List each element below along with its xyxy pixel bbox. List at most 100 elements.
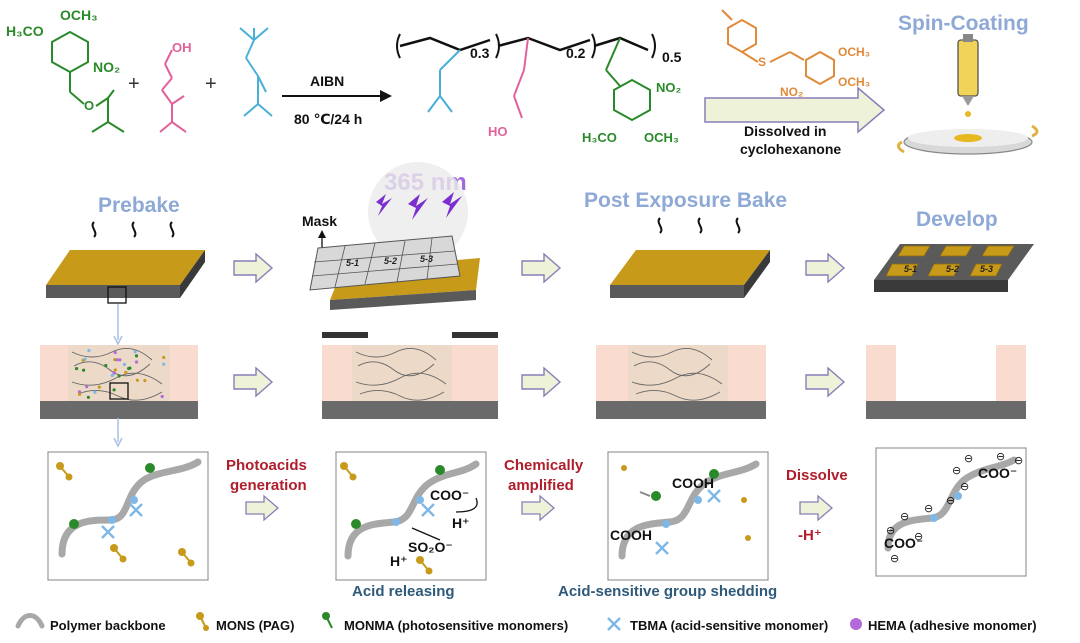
dev-region-5-1: 5-1 (904, 264, 917, 274)
minus-6: ⊖ (946, 495, 955, 507)
dissolve-arrow (704, 86, 886, 134)
plus-sign-2: + (205, 73, 217, 95)
chem-line2: amplified (508, 477, 574, 494)
och3-label: OCH₃ (60, 7, 98, 23)
mechanism-panel-3: COOH COOH (607, 451, 769, 581)
cross-section-1 (40, 345, 198, 419)
pag-och3-1: OCH₃ (838, 45, 870, 59)
polymer-no2-label: NO₂ (656, 80, 682, 95)
cross-section-4 (866, 345, 1026, 419)
arrow-step1 (233, 253, 273, 283)
legend-mons: MONS (PAG) (216, 618, 294, 633)
photoacids-line2: generation (230, 477, 307, 494)
film-particle (85, 385, 89, 389)
coo-label-4b: COO⁻ (884, 535, 923, 551)
pag-och3-2: OCH₃ (838, 75, 870, 89)
legend-mons-icon (196, 612, 209, 631)
film-particle (135, 378, 139, 382)
arrow-mech1 (245, 495, 279, 521)
cross-section-3 (596, 345, 766, 419)
minus-3: ⊖ (1014, 455, 1023, 467)
legend-monma-icon (322, 612, 333, 629)
sub-0.5: 0.5 (662, 49, 682, 65)
sub-0.3: 0.3 (470, 45, 490, 61)
film-particle (77, 390, 82, 394)
arrow-cs1 (233, 367, 273, 397)
film-particle (122, 362, 127, 367)
peb-wafer (610, 217, 770, 298)
polymer-ho-label: HO (488, 124, 508, 139)
film-particle (117, 374, 121, 378)
ester-o-label: O (84, 98, 94, 113)
film-particle (113, 368, 117, 372)
acid-shedding-caption: Acid-sensitive group shedding (558, 583, 777, 600)
tbma-monomer-structure (239, 27, 273, 117)
film-particle (113, 350, 117, 355)
film-particle (133, 350, 137, 354)
minus-1: ⊖ (964, 453, 973, 465)
film-particle (124, 370, 128, 374)
copolymer-structure: HO NO₂ H₃CO OCH₃ 0.3 0.2 0.5 (396, 33, 682, 145)
legend: Polymer backbone MONS (PAG) MONMA (photo… (15, 612, 1037, 633)
arrow-cs3 (805, 367, 845, 397)
region-5-3: 5-3 (420, 254, 433, 264)
film-particle (115, 358, 119, 362)
sulfur-label: S (758, 55, 766, 69)
polymer-och3-label: OCH₃ (644, 130, 679, 145)
mons-pag-structure: S OCH₃ OCH₃ NO₂ (721, 9, 870, 99)
film-particle (104, 363, 108, 368)
minus-9: ⊖ (886, 525, 895, 537)
film-particle (113, 358, 117, 362)
hema-oh-label: OH (172, 40, 192, 55)
film-particle (134, 354, 139, 358)
coo-label-4a: COO⁻ (978, 465, 1017, 481)
cooh-label-3a: COOH (672, 475, 714, 491)
dev-region-5-2: 5-2 (946, 264, 959, 274)
film-particle (97, 385, 101, 389)
develop-wafer: 5-1 5-2 5-3 (874, 244, 1034, 292)
minus-h-label: -H⁺ (798, 527, 822, 544)
film-particle (162, 362, 166, 366)
so2o-label: SO₂O⁻ (408, 539, 453, 555)
arrow-step2 (521, 253, 561, 283)
film-particle (75, 367, 79, 371)
coo-label-2: COO⁻ (430, 487, 469, 503)
film-particle (128, 366, 132, 370)
dissolved-line2: cyclohexanone (740, 141, 841, 157)
pag-no2: NO₂ (780, 85, 803, 99)
legend-tbma-icon (606, 616, 622, 632)
spin-coating-title: Spin-Coating (898, 12, 1029, 35)
legend-hema: HEMA (adhesive monomer) (868, 618, 1037, 633)
mechanism-panel-4: COO⁻ COO⁻ ⊖ ⊖ ⊖ ⊖ ⊖ ⊖ ⊖ ⊖ ⊖ ⊖ ⊖ (875, 447, 1027, 577)
photoacids-line1: Photoacids (226, 457, 307, 474)
monma-monomer-structure: H₃CO OCH₃ NO₂ O (6, 7, 125, 133)
conditions-label: 80 ℃/24 h (294, 111, 362, 127)
prebake-title: Prebake (98, 194, 180, 217)
h-plus-2a: H⁺ (452, 515, 470, 531)
h-plus-2b: H⁺ (390, 553, 408, 569)
minus-11: ⊖ (890, 553, 899, 565)
spin-coater-illustration (897, 34, 1039, 155)
film-particle (143, 379, 147, 383)
film-particle (112, 371, 116, 375)
cooh-label-3b: COOH (610, 527, 652, 543)
film-particle (87, 348, 91, 353)
minus-8: ⊖ (900, 511, 909, 523)
minus-2: ⊖ (996, 451, 1005, 463)
aibn-label: AIBN (310, 73, 344, 89)
h3co-label: H₃CO (6, 23, 44, 39)
cross-section-2 (322, 332, 498, 419)
dev-region-5-3: 5-3 (980, 264, 993, 274)
region-5-1: 5-1 (346, 258, 359, 268)
mechanism-panel-2: COO⁻ H⁺ SO₂O⁻ H⁺ (335, 451, 487, 581)
film-particle (160, 394, 164, 399)
mask-label: Mask (302, 213, 337, 229)
film-particle (110, 373, 114, 378)
polymer-h3co-label: H₃CO (582, 130, 617, 145)
plus-sign-1: + (128, 73, 140, 95)
arrow-mech3 (799, 495, 833, 521)
no2-label: NO₂ (93, 59, 120, 75)
film-particle (134, 360, 139, 364)
film-particle (162, 355, 166, 360)
